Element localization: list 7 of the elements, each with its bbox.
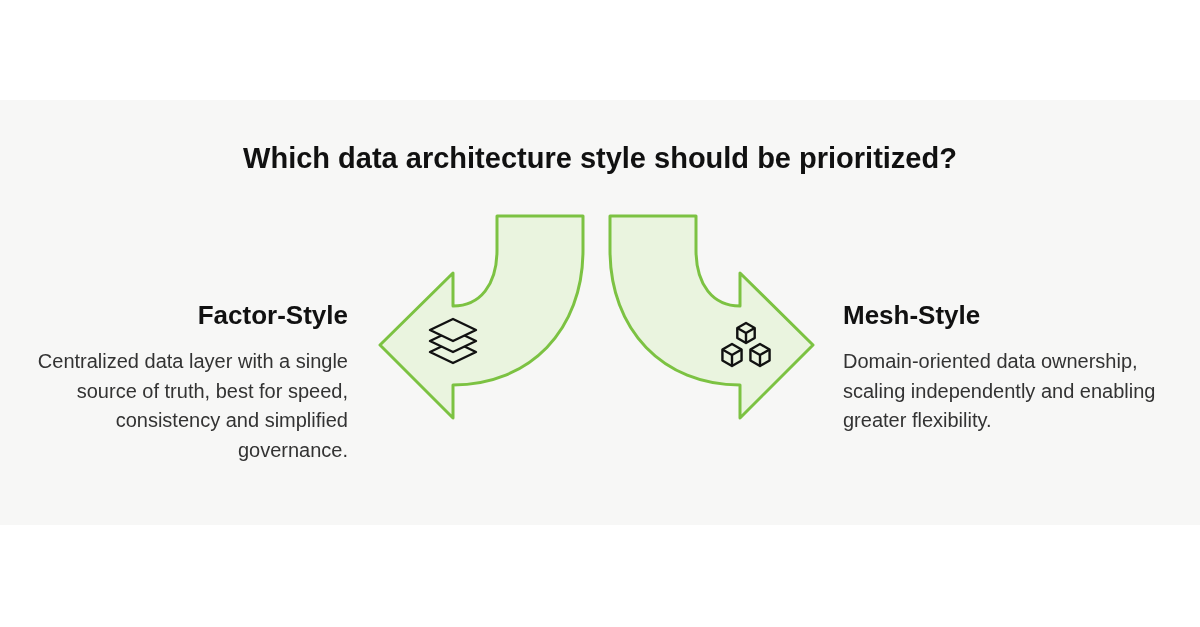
curved-arrow — [378, 214, 585, 420]
curved-arrow — [608, 214, 815, 420]
title: Which data architecture style should be prioritized? — [242, 142, 958, 175]
description: Centralized data layer with a single source of truth, best for speed, consistency and simplified governance. — [36, 349, 348, 463]
description: Domain-oriented data ownership, scaling independently and enabling greater flexibility. — [843, 349, 1157, 433]
heading: Factor-Style — [196, 300, 348, 331]
heading: Mesh-Style — [843, 300, 982, 331]
